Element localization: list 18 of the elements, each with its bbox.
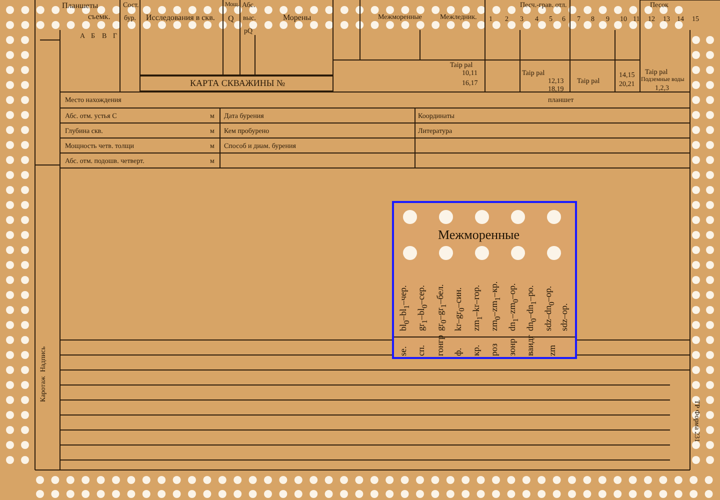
card-label: Исследования в скв. [146, 14, 215, 22]
rotated-code: гонгр [436, 335, 445, 356]
card-label: КАРТА СКВАЖИНЫ № [190, 79, 286, 88]
rotated-code: сп. [417, 344, 426, 356]
card-label: Q [228, 15, 234, 23]
box-title: Межморенные [438, 228, 520, 241]
card-label: Морены [283, 14, 312, 22]
rotated-code: ваидг [526, 334, 535, 356]
rotated-code: ф. [454, 348, 463, 356]
rotated-code: кр. [472, 344, 481, 356]
rotated-formula: sdz–ор. [560, 303, 569, 331]
card-label: съемк. [88, 13, 110, 21]
rotated-code: роз [490, 343, 499, 356]
highlight-box [392, 201, 577, 359]
rotated-code: se. [399, 346, 408, 356]
card-label: Планшеты [62, 2, 98, 10]
rotated-code: зонр [508, 338, 517, 356]
rotated-code: zm [548, 345, 557, 356]
